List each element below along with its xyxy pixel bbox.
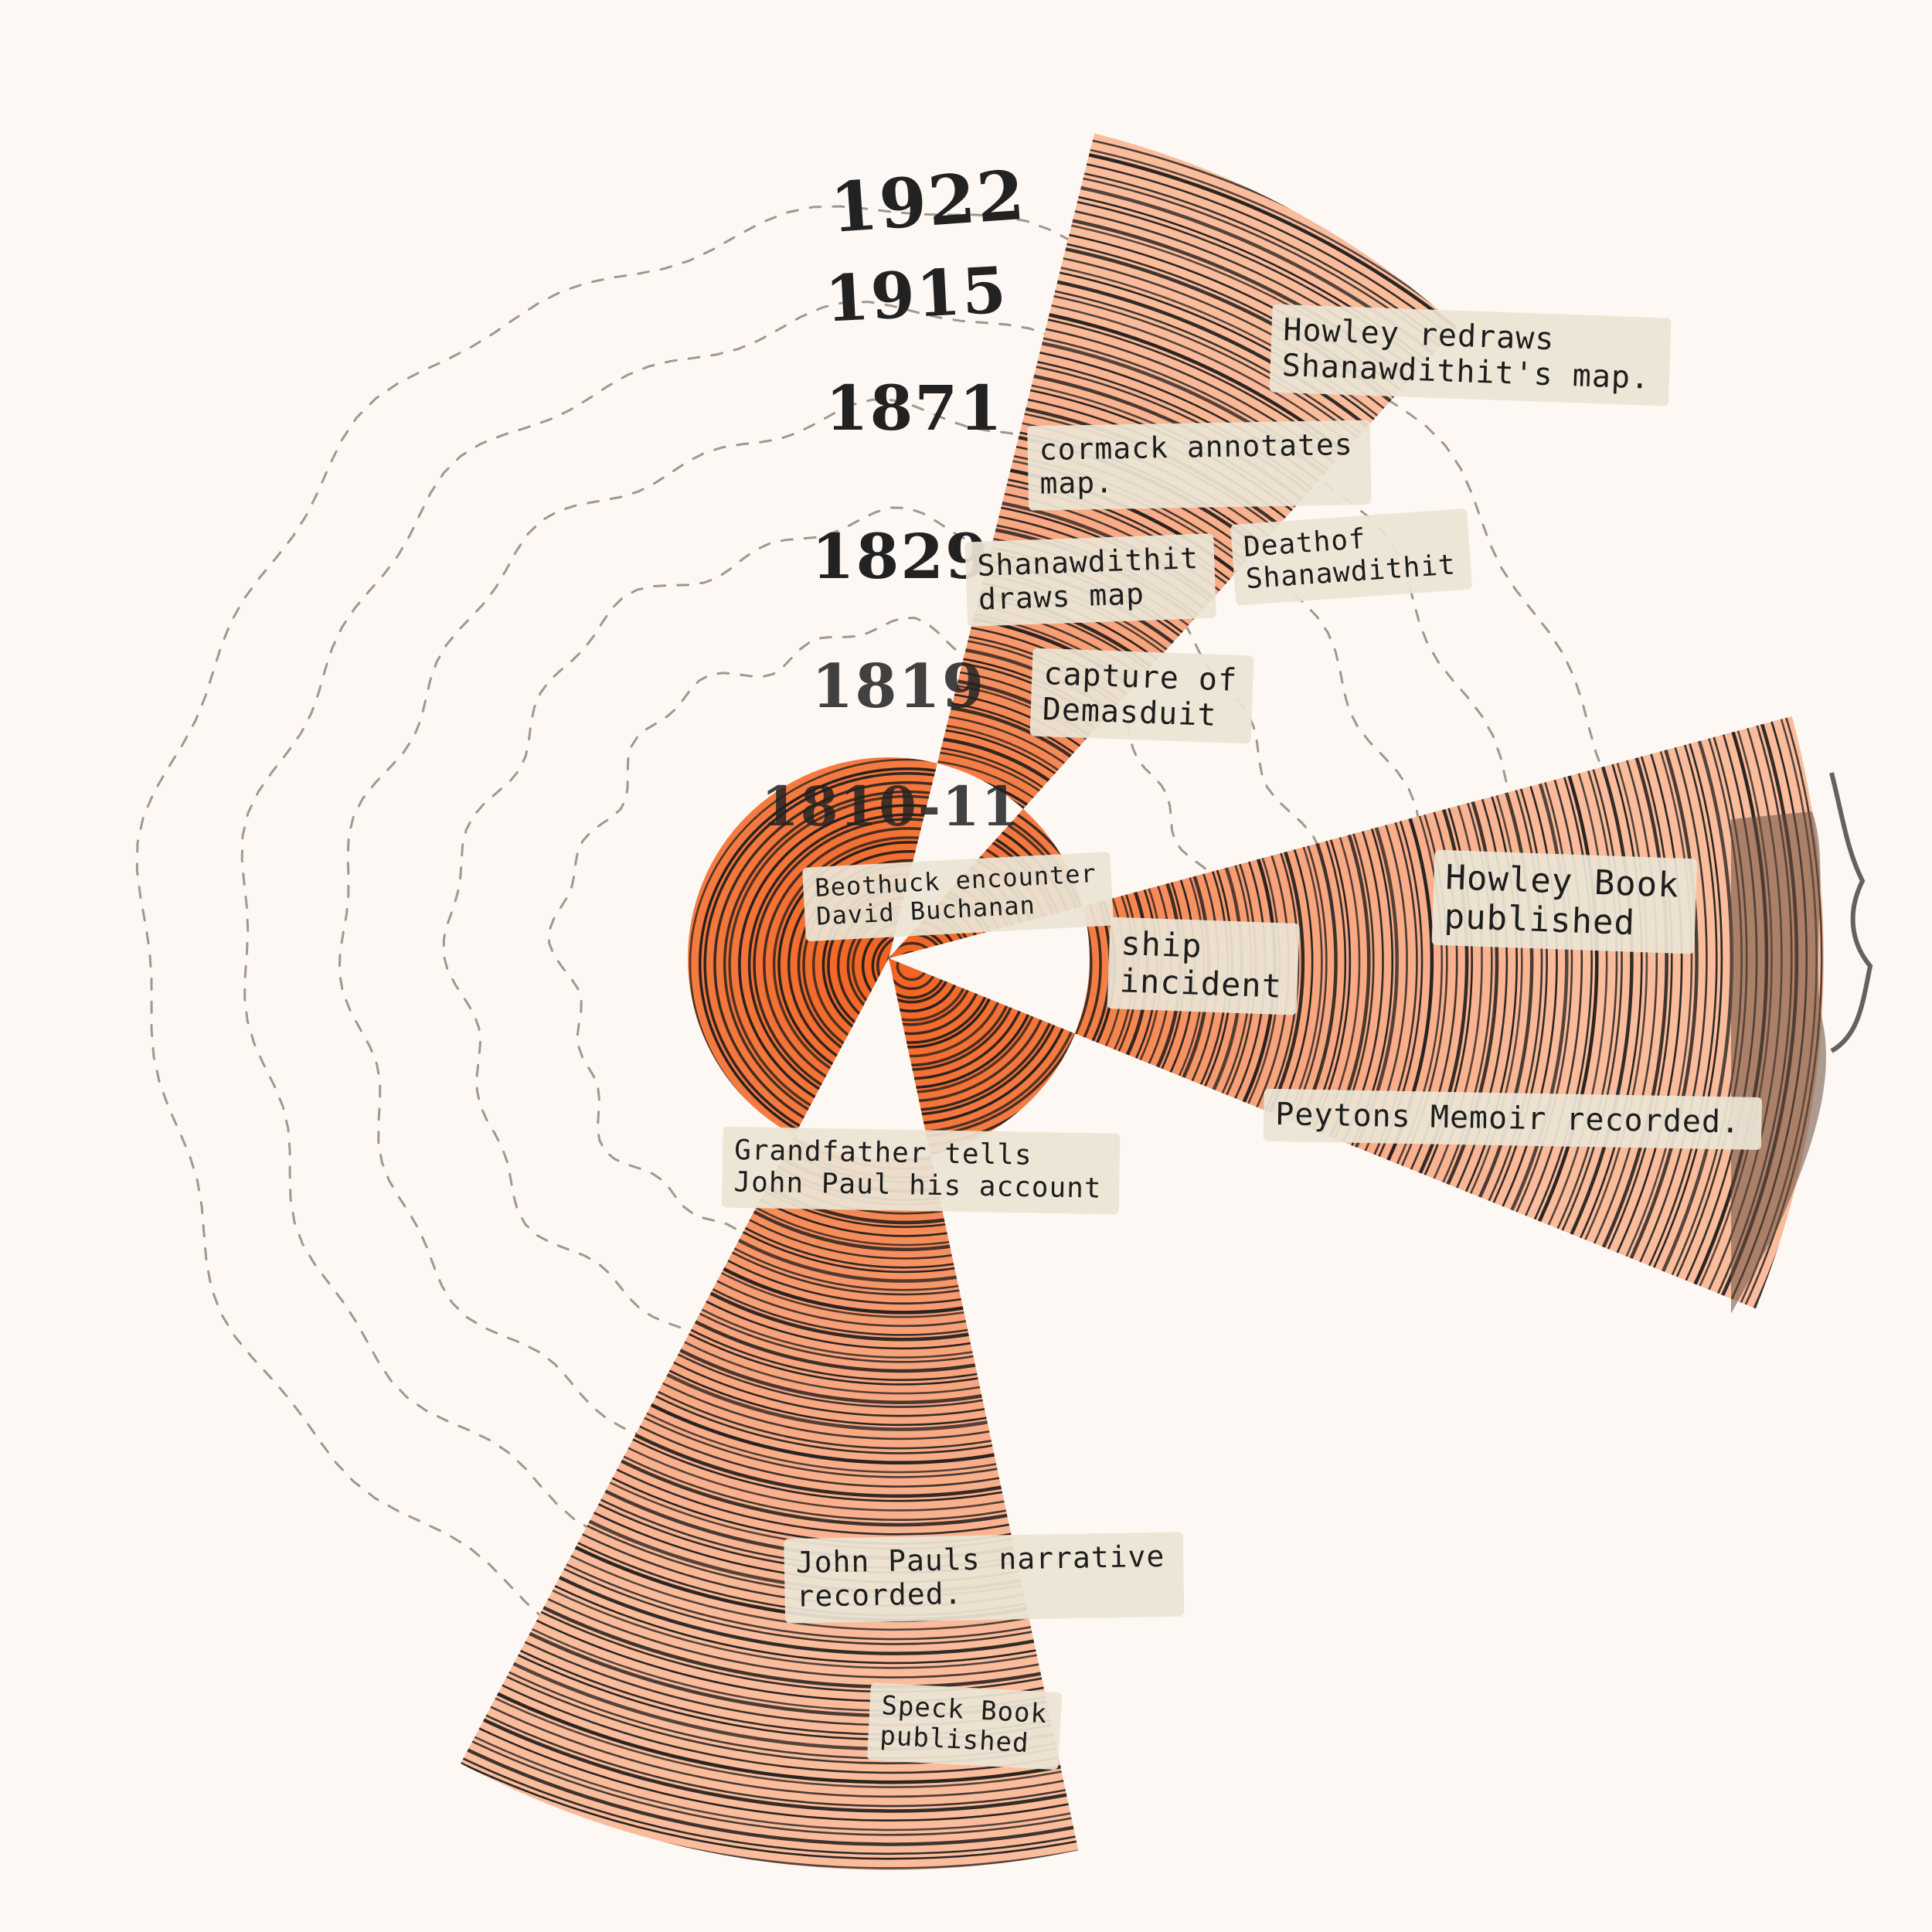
tape-strip: [802, 852, 1114, 942]
event-label-line: ship: [1121, 924, 1203, 965]
growth-ring: [461, 133, 1824, 1855]
tape-strip: [722, 1126, 1121, 1215]
event-label-line: Shanawdithit: [977, 541, 1199, 583]
event-label-line: cormack annotates: [1039, 427, 1353, 467]
bark-edge: [1731, 811, 1826, 1314]
year-label-1871: 1871: [825, 372, 1004, 444]
tape-strip: [784, 1532, 1185, 1624]
event-label-line: Demasduit: [1042, 692, 1217, 733]
tape-strip: [1269, 304, 1672, 406]
tape-strip: [1027, 420, 1372, 511]
growth-ring: [461, 133, 1824, 1869]
year-label-1915: 1915: [823, 253, 1009, 336]
event-label-line: draws map: [978, 577, 1145, 616]
event-label-line: John Pauls narrative: [795, 1539, 1165, 1580]
tape-strip: [867, 1682, 1063, 1770]
year-label-1810-11: 1810-11: [761, 774, 1020, 838]
year-label-1922: 1922: [828, 155, 1029, 248]
tape-strip: [1029, 648, 1254, 744]
tape-strip: [1431, 849, 1698, 954]
event-label-line: capture of: [1043, 656, 1238, 699]
growth-ring: [461, 133, 1824, 1846]
bark-outline: [1829, 772, 1873, 1053]
event-label-line: Peytons Memoir recorded.: [1275, 1097, 1741, 1140]
event-label-line: published: [1444, 897, 1636, 944]
event-label-line: incident: [1119, 961, 1283, 1005]
growth-ring: [461, 133, 1823, 1836]
event-label-line: John Paul his account: [733, 1166, 1102, 1204]
tape-strip: [1230, 509, 1472, 606]
tape-strip: [1107, 917, 1300, 1015]
event-label-line: Howley Book: [1445, 858, 1680, 906]
year-labels: 1922 1915 1871 1829 1819 1810-11: [761, 155, 1029, 838]
year-label-1829: 1829: [811, 520, 990, 593]
event-label-line: map.: [1039, 465, 1114, 501]
growth-ring: [461, 133, 1824, 1860]
event-peytons-memoir: Peytons Memoir recorded.: [1263, 1088, 1763, 1150]
event-label-line: recorded.: [796, 1577, 963, 1614]
year-label-1819: 1819: [811, 651, 985, 722]
event-label-line: Grandfather tells: [734, 1134, 1032, 1172]
tape-strip: [1263, 1088, 1763, 1150]
dashed-ring: [135, 205, 1631, 1681]
tape-strip: [964, 533, 1216, 627]
